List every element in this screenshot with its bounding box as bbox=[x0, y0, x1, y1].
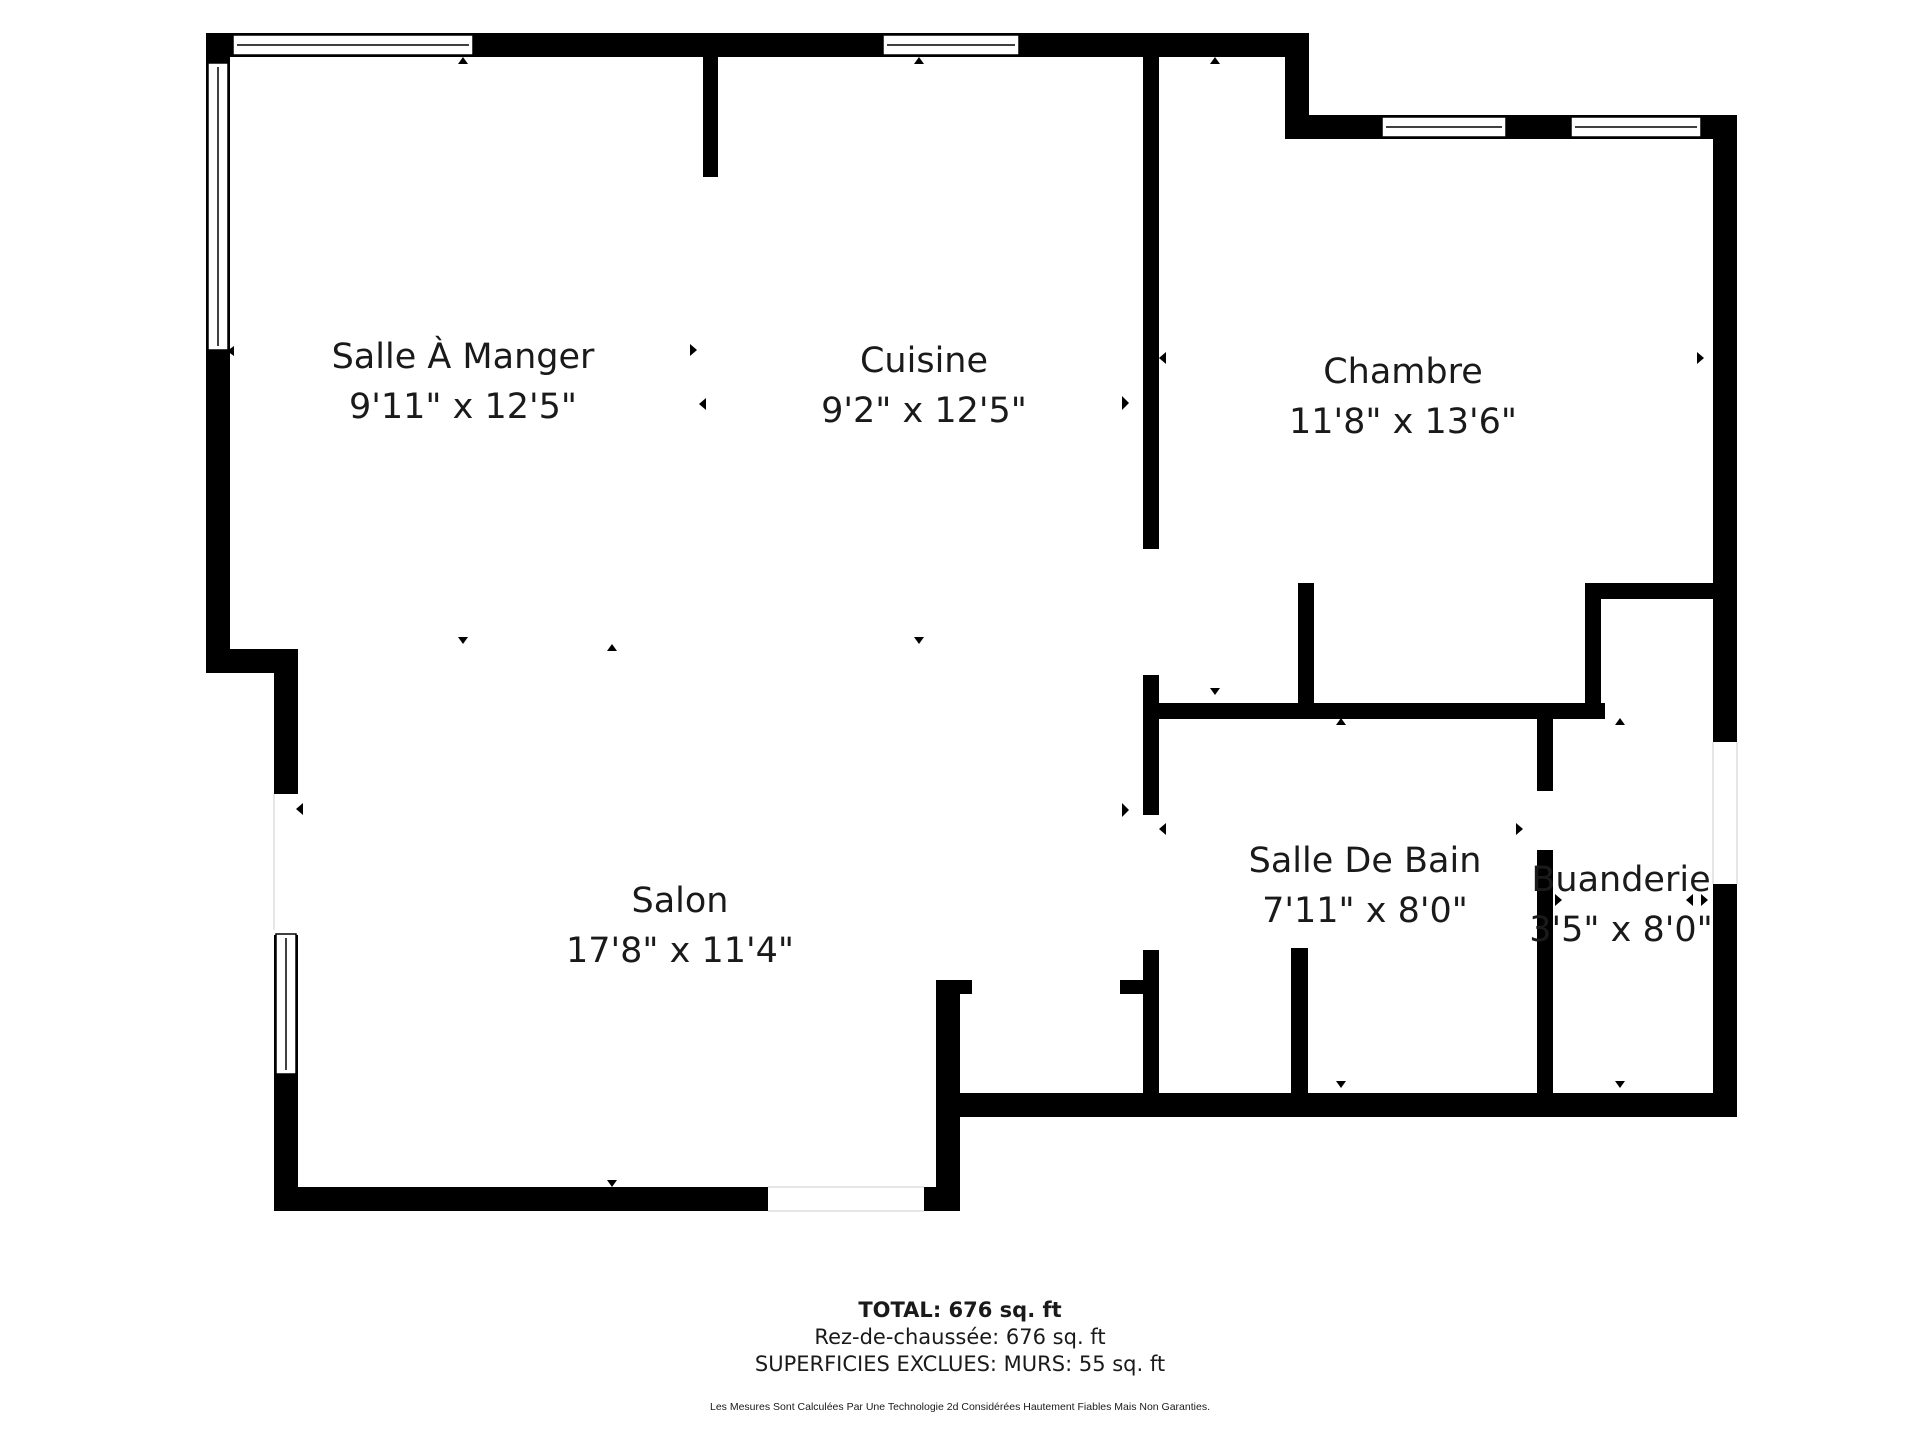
window-top-middle bbox=[882, 34, 1020, 56]
windows bbox=[207, 34, 1702, 1075]
marker bbox=[458, 57, 468, 64]
room-name-salle-a-manger: Salle À Manger bbox=[332, 335, 595, 377]
room-dims-salle-a-manger: 9'11" x 12'5" bbox=[349, 387, 577, 427]
window-left bbox=[207, 62, 229, 351]
room-name-chambre: Chambre bbox=[1323, 352, 1483, 392]
room-name-salon: Salon bbox=[632, 881, 729, 921]
walls bbox=[206, 33, 1737, 1211]
total-value: 676 sq. ft bbox=[948, 1298, 1062, 1322]
marker bbox=[1122, 396, 1129, 410]
marker bbox=[1555, 894, 1562, 906]
room-dims-cuisine: 9'2" x 12'5" bbox=[821, 391, 1027, 431]
marker bbox=[227, 346, 234, 356]
marker bbox=[1615, 1081, 1625, 1088]
window-chambre-2 bbox=[1570, 116, 1702, 138]
marker bbox=[1159, 352, 1166, 364]
marker bbox=[690, 344, 697, 356]
marker bbox=[914, 637, 924, 644]
room-dims-chambre: 11'8" x 13'6" bbox=[1289, 402, 1517, 442]
marker bbox=[1336, 718, 1346, 725]
marker bbox=[1159, 823, 1166, 835]
total-label: TOTAL: bbox=[858, 1298, 942, 1322]
marker bbox=[1210, 688, 1220, 695]
room-name-salle-de-bain: Salle De Bain bbox=[1249, 841, 1482, 881]
openings bbox=[272, 549, 1739, 1213]
marker bbox=[607, 644, 617, 651]
marker bbox=[296, 803, 303, 815]
total-area: TOTAL: 676 sq. ft bbox=[0, 1298, 1920, 1322]
marker bbox=[1336, 1081, 1346, 1088]
room-name-cuisine: Cuisine bbox=[860, 341, 988, 381]
marker bbox=[1686, 894, 1693, 906]
room-dims-buanderie: 3'5" x 8'0" bbox=[1529, 910, 1712, 950]
marker bbox=[1701, 894, 1708, 906]
marker bbox=[458, 637, 468, 644]
area-summary: TOTAL: 676 sq. ft Rez-de-chaussée: 676 s… bbox=[0, 1298, 1920, 1376]
window-chambre-1 bbox=[1381, 116, 1507, 138]
room-labels: Salle À Manger 9'11" x 12'5" Cuisine 9'2… bbox=[332, 335, 1713, 971]
marker bbox=[1516, 823, 1523, 835]
marker bbox=[699, 398, 706, 410]
floor-area: Rez-de-chaussée: 676 sq. ft bbox=[814, 1325, 1106, 1349]
marker bbox=[1697, 352, 1704, 364]
window-top-left bbox=[232, 34, 474, 56]
disclaimer: Les Mesures Sont Calculées Par Une Techn… bbox=[710, 1401, 1210, 1413]
marker bbox=[1122, 803, 1129, 817]
room-dims-salon: 17'8" x 11'4" bbox=[566, 931, 794, 971]
marker bbox=[1615, 718, 1625, 725]
marker bbox=[1210, 57, 1220, 64]
dimension-markers bbox=[227, 57, 1708, 1187]
room-name-buanderie: Buanderie bbox=[1531, 860, 1710, 900]
room-dims-salle-de-bain: 7'11" x 8'0" bbox=[1262, 891, 1468, 931]
window-salon-left bbox=[275, 933, 297, 1075]
marker bbox=[607, 1180, 617, 1187]
excluded-area: SUPERFICIES EXCLUES: MURS: 55 sq. ft bbox=[754, 1352, 1166, 1376]
marker bbox=[914, 57, 924, 64]
marker bbox=[1540, 894, 1547, 906]
